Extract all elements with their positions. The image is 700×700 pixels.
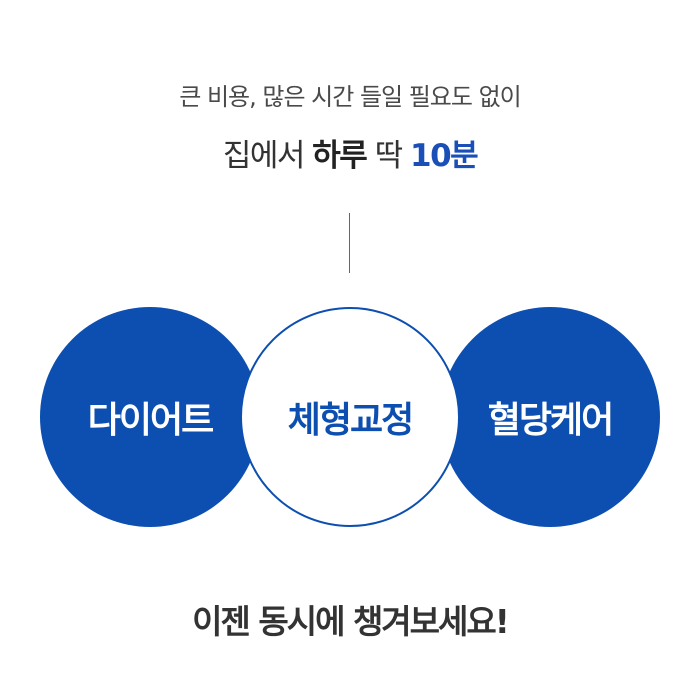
headline-bold: 하루 xyxy=(312,138,368,174)
vertical-divider xyxy=(349,213,350,273)
circle-posture-label: 체형교정 xyxy=(287,400,414,441)
circle-diet: 다이어트 xyxy=(40,307,260,527)
circle-diet-label: 다이어트 xyxy=(87,400,214,441)
call-to-action-text: 이젠 동시에 챙겨보세요! xyxy=(192,602,510,641)
headline-part2: 딱 xyxy=(366,138,411,174)
subheading: 큰 비용, 많은 시간 들일 필요도 없이 xyxy=(179,83,522,111)
headline-accent: 10분 xyxy=(410,138,479,174)
circle-blood-sugar: 혈당케어 xyxy=(440,307,660,527)
headline-part1: 집에서 xyxy=(222,138,313,174)
circle-posture: 체형교정 xyxy=(240,307,460,527)
headline: 집에서 하루 딱 10분 xyxy=(0,136,700,176)
circle-blood-sugar-label: 혈당케어 xyxy=(487,400,614,441)
